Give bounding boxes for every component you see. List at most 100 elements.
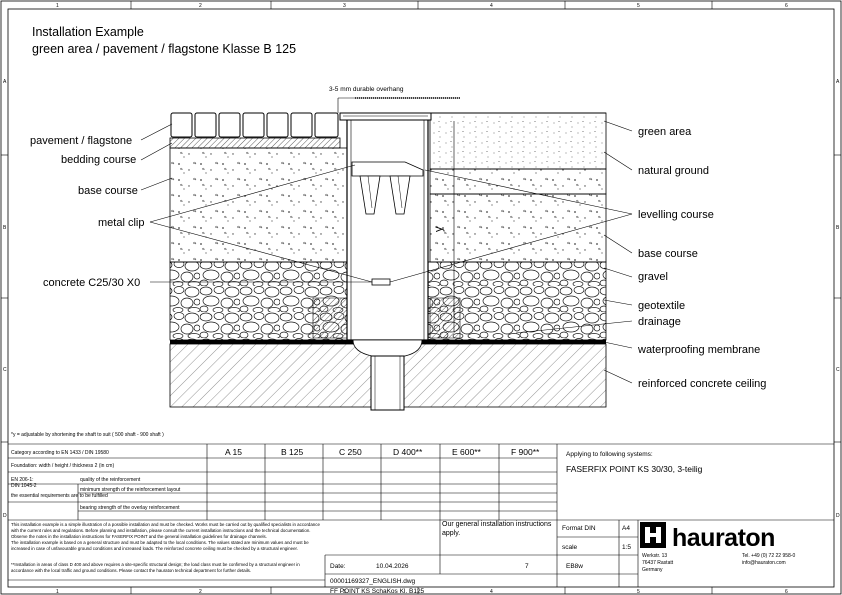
label-geotextile: geotextile [638, 300, 685, 312]
company-country: Germany [642, 567, 663, 573]
y-dimension-label: y [433, 226, 445, 232]
outlet-pipe [370, 355, 405, 411]
overlay-reinforcement-label: bearing strength of the overlay reinforc… [80, 505, 180, 511]
notes-text: This installation example is a simple il… [11, 522, 320, 573]
label-drainage: drainage [638, 316, 681, 328]
gully-insert-rim [351, 161, 424, 177]
concrete-row-label-b: DIN 1045-2 [11, 483, 37, 489]
concrete-haunch-right [429, 297, 461, 339]
revision: 7 [525, 563, 529, 570]
col-number: 2 [199, 3, 202, 9]
label-waterproofing-membrane: waterproofing membrane [637, 344, 760, 356]
title-block-grid [8, 520, 639, 587]
company-address: Werkstr. 13 76437 Rastatt Germany Tel. +… [642, 553, 795, 573]
drawing-subtitle: green area / pavement / flagstone Klasse… [32, 42, 296, 56]
col-number: 6 [785, 589, 788, 595]
row-letter: C [836, 367, 840, 373]
reinforcement-quality-label: quality of the reinforcement [80, 477, 141, 483]
date-label: Date: [330, 563, 346, 570]
label-pavement-flagstone: pavement / flagstone [30, 135, 132, 147]
note-line: increased in case of unfavourable ground… [11, 546, 298, 551]
green-area-soil [429, 112, 607, 170]
concrete-row-label-a: EN 206-1: [11, 477, 34, 483]
col-number: 4 [490, 3, 493, 9]
footnote: *y = adjustable by shortening the shaft … [11, 432, 164, 438]
label-green-area: green area [638, 126, 692, 138]
class-f900: F 900** [511, 447, 540, 457]
drawn-by: EB8w [566, 563, 583, 570]
company-city: 76437 Rastatt [642, 560, 674, 566]
class-a15: A 15 [225, 447, 242, 457]
frame-column-numbers-bottom: 1 2 3 4 5 6 [56, 589, 788, 595]
label-natural-ground: natural ground [638, 165, 709, 177]
general-instructions: Our general installation instructions ap… [442, 521, 551, 537]
grate-top [339, 112, 432, 121]
row-letter: C [3, 367, 7, 373]
label-bedding-course: bedding course [61, 154, 136, 166]
hauraton-logo: hauraton [640, 522, 775, 552]
company-email: info@hauraton.com [742, 560, 786, 566]
col-number: 3 [343, 589, 346, 595]
label-reinforced-concrete-ceiling: reinforced concrete ceiling [638, 378, 766, 390]
label-concrete: concrete C25/30 X0 [43, 277, 140, 289]
natural-ground [429, 168, 607, 195]
pavement-flagstones [170, 112, 339, 138]
label-gravel: gravel [638, 271, 668, 283]
cross-section: 3-5 mm durable overhang y [169, 86, 607, 411]
col-number: 1 [56, 3, 59, 9]
row-letter: A [3, 79, 7, 85]
bedding-course [169, 137, 341, 149]
label-metal-clip: metal clip [98, 217, 144, 229]
base-course-left [169, 147, 351, 263]
col-number: 5 [637, 3, 640, 9]
format-label: Format DIN [562, 525, 596, 532]
requirements-row-label: the essential requirements are to be ful… [11, 493, 108, 499]
frame-row-letters-right: A B C D [836, 79, 840, 519]
load-classes: A 15 B 125 C 250 D 400** E 600** F 900** [225, 447, 540, 457]
scale-label: scale [562, 544, 578, 551]
system-name: FASERFIX POINT KS 30/30, 3-teilig [566, 464, 703, 474]
row-letter: B [836, 225, 840, 231]
reinforcement-layout-label: minimum strength of the reinforcement la… [80, 487, 181, 493]
concrete-haunch-left [312, 297, 348, 339]
file-name: 00001169327_ENGLISH.dwg [330, 578, 416, 585]
col-number: 1 [56, 589, 59, 595]
class-c250: C 250 [339, 447, 362, 457]
left-labels: pavement / flagstone bedding course base… [30, 135, 144, 289]
label-base-course-right: base course [638, 248, 698, 260]
label-levelling-course: levelling course [638, 209, 714, 221]
leader-lines [140, 120, 633, 384]
note-line: Observe the notes in the installation in… [11, 534, 267, 539]
note-line: The installation example is based on a g… [11, 540, 309, 545]
class-table-text: Category according to EN 1433 / DIN 1958… [11, 450, 181, 511]
category-header: Category according to EN 1433 / DIN 1958… [11, 450, 109, 456]
gully-insert-trap-left [359, 175, 381, 215]
col-number: 5 [637, 589, 640, 595]
note-line: This installation example is a simple il… [11, 522, 320, 527]
right-labels: green area natural ground levelling cour… [637, 126, 766, 390]
frame-column-numbers-top: 1 2 3 4 5 6 [56, 3, 788, 9]
foundation-row-label: Foundation: width / height / thickness 2… [11, 463, 114, 469]
col-number: 3 [343, 3, 346, 9]
overhang-note: 3-5 mm durable overhang [329, 86, 404, 93]
class-d400: D 400** [393, 447, 423, 457]
note-line: **Installation in areas of class D 400 a… [11, 562, 300, 567]
gully-insert-trap-right [389, 175, 411, 215]
class-b125: B 125 [281, 447, 303, 457]
label-base-course-left: base course [78, 185, 138, 197]
scale-value: 1:5 [622, 544, 631, 551]
col-number: 4 [490, 589, 493, 595]
metal-clip [371, 278, 391, 286]
note-line: with the current rules and regulations. … [11, 528, 310, 533]
company-name: hauraton [672, 524, 775, 552]
class-table [8, 443, 834, 587]
col-number: 6 [785, 3, 788, 9]
base-course-right [429, 193, 607, 263]
row-letter: A [836, 79, 840, 85]
date-value: 10.04.2026 [376, 563, 409, 570]
format-value: A4 [622, 525, 630, 532]
company-phone: Tel. +49 (0) 72 22 958-0 [742, 553, 795, 559]
row-letter: B [3, 225, 7, 231]
